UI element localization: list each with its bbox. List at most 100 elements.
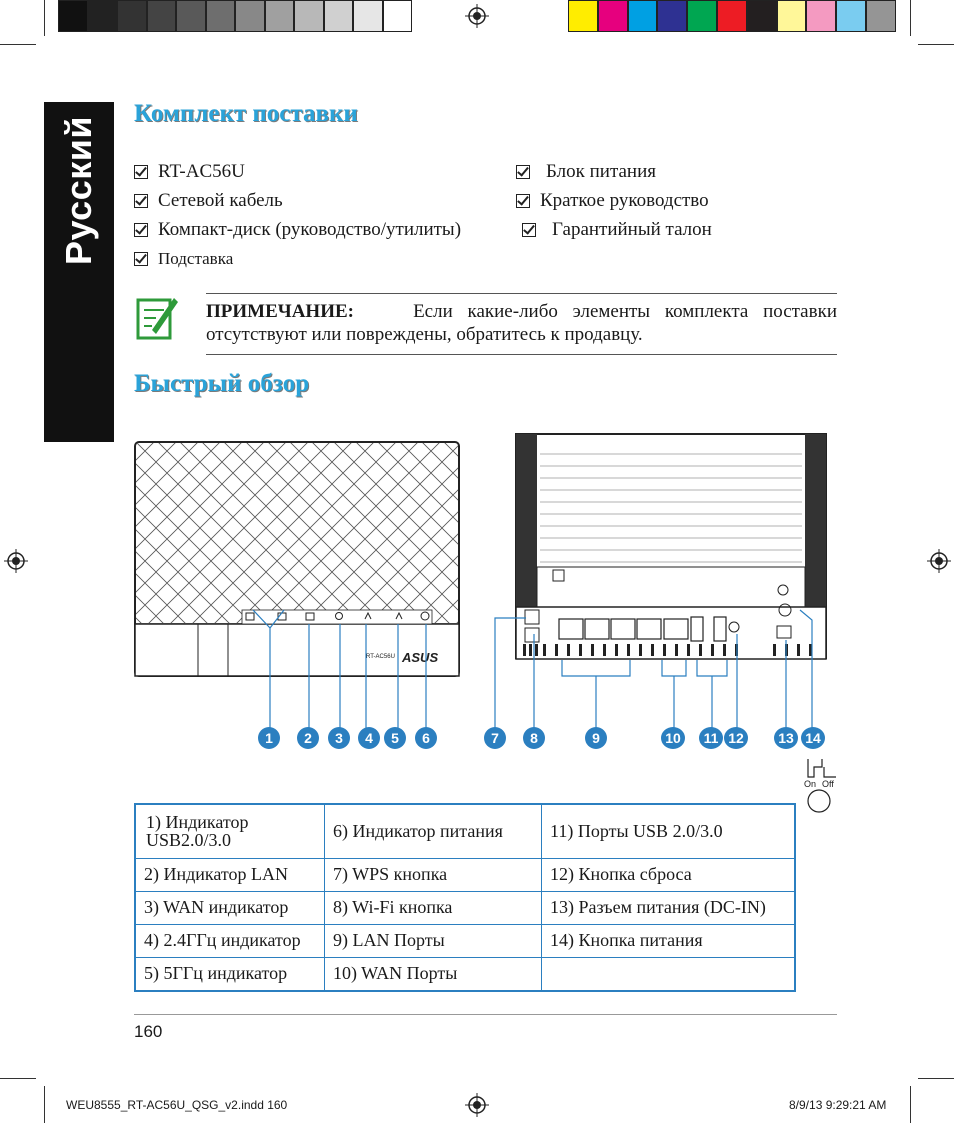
legend-cell: 2) Индикатор LAN (134, 857, 325, 892)
table-row: 2) Индикатор LAN 7) WPS кнопка 12) Кнопк… (134, 857, 796, 892)
legend-cell: 13) Разъем питания (DC-IN) (541, 890, 796, 925)
callout-5: 5 (384, 727, 406, 749)
package-item: Блок питания (516, 161, 656, 183)
language-tab: Русский (44, 102, 114, 442)
callout-6: 6 (415, 727, 437, 749)
table-row: 1) Индикатор USB2.0/3.0 6) Индикатор пит… (134, 803, 796, 859)
color-swatch (627, 0, 658, 32)
callout-11: 11 (699, 727, 723, 749)
callout-3: 3 (328, 727, 350, 749)
note-label: ПРИМЕЧАНИЕ: (206, 301, 354, 322)
package-item: RT-AC56U (134, 161, 245, 183)
power-switch-detail-icon (807, 759, 836, 813)
switch-off-label: Off (822, 779, 834, 789)
color-swatch (776, 0, 807, 32)
legend-cell: 1) Индикатор USB2.0/3.0 (134, 803, 325, 859)
color-swatch (657, 0, 688, 32)
checkbox-checked-icon (516, 194, 530, 208)
legend-cell: 8) Wi-Fi кнопка (324, 890, 542, 925)
package-item: Подставка (134, 249, 233, 269)
file-info: WEU8555_RT-AC56U_QSG_v2.indd 160 (66, 1098, 288, 1112)
color-swatch (323, 0, 353, 32)
legend-cell: 11) Порты USB 2.0/3.0 (541, 803, 796, 859)
callout-1: 1 (258, 727, 280, 749)
color-swatch (205, 0, 235, 32)
package-item: Гарантийный талон (522, 219, 712, 241)
color-swatch (597, 0, 628, 32)
color-swatch (146, 0, 176, 32)
crop-mark (44, 0, 45, 36)
router-front-illustration: RT-AC56U ASUS (134, 441, 460, 677)
color-swatch (87, 0, 117, 32)
language-tab-label: Русский (58, 116, 99, 265)
crop-mark (910, 0, 911, 36)
footer-rule (134, 1014, 837, 1015)
print-datetime: 8/9/13 9:29:21 AM (789, 1098, 887, 1112)
overview-heading: Быстрый обзор (134, 370, 310, 397)
crop-mark (918, 44, 954, 45)
checkbox-checked-icon (522, 223, 536, 237)
callout-7: 7 (484, 727, 506, 749)
package-item: Краткое руководство (516, 190, 709, 212)
color-swatch (117, 0, 147, 32)
checkbox-checked-icon (134, 165, 148, 179)
crop-mark (918, 1078, 954, 1079)
color-swatch (264, 0, 294, 32)
page-number: 160 (134, 1022, 163, 1041)
legend-cell: 4) 2.4ГГц индикатор (134, 923, 325, 958)
registration-mark-icon (927, 549, 951, 573)
color-swatch (294, 0, 324, 32)
legend-cell: 3) WAN индикатор (134, 890, 325, 925)
switch-on-label: On (804, 779, 817, 789)
router-back-illustration (515, 433, 827, 660)
package-item: Компакт-диск (руководство/утилиты) (134, 219, 461, 241)
table-row: 3) WAN индикатор 8) Wi-Fi кнопка 13) Раз… (134, 890, 796, 925)
callout-14: 14 (801, 727, 825, 749)
legend-cell: 9) LAN Порты (324, 923, 542, 958)
crop-mark (0, 44, 36, 45)
legend-cell: 7) WPS кнопка (324, 857, 542, 892)
crop-mark (910, 1086, 911, 1123)
legend-cell (541, 956, 796, 991)
crop-mark (44, 1086, 45, 1123)
legend-cell: 6) Индикатор питания (324, 803, 542, 859)
callout-4: 4 (358, 727, 380, 749)
color-swatch (58, 0, 88, 32)
checkbox-checked-icon (134, 223, 148, 237)
note-top-rule (206, 293, 837, 294)
table-row: 4) 2.4ГГц индикатор 9) LAN Порты 14) Кно… (134, 923, 796, 958)
checkbox-checked-icon (134, 252, 148, 266)
checkbox-checked-icon (516, 165, 530, 179)
note-bottom-rule (206, 354, 837, 355)
callout-leader-lines (252, 609, 813, 728)
registration-mark-icon (465, 1093, 489, 1117)
svg-text:RT-AC56U: RT-AC56U (366, 654, 395, 660)
callout-8: 8 (523, 727, 545, 749)
callout-13: 13 (774, 727, 798, 749)
crop-mark (0, 1078, 36, 1079)
color-swatch (235, 0, 265, 32)
svg-text:ASUS: ASUS (401, 650, 438, 665)
note-text: ПРИМЕЧАНИЕ: Если какие-либо элементы ком… (206, 300, 837, 346)
registration-mark-icon (465, 4, 489, 28)
color-swatch (353, 0, 383, 32)
table-row: 5) 5ГГц индикатор 10) WAN Порты (134, 956, 796, 991)
color-swatch (806, 0, 837, 32)
checkbox-checked-icon (134, 194, 148, 208)
callout-2: 2 (297, 727, 319, 749)
legend-cell: 12) Кнопка сброса (541, 857, 796, 892)
color-swatch (836, 0, 866, 32)
legend-table: 1) Индикатор USB2.0/3.0 6) Индикатор пит… (134, 803, 796, 992)
legend-cell: 5) 5ГГц индикатор (134, 956, 325, 991)
callout-12: 12 (724, 727, 748, 749)
note-body: Если какие-либо элементы комплекта поста… (206, 301, 837, 345)
color-swatch (176, 0, 206, 32)
callout-10: 10 (661, 727, 685, 749)
color-swatch (382, 0, 412, 32)
package-heading: Комплект поставки (134, 100, 358, 127)
color-swatch (568, 0, 598, 32)
color-swatch (746, 0, 777, 32)
package-item: Сетевой кабель (134, 190, 283, 212)
color-swatch (717, 0, 747, 32)
legend-cell: 10) WAN Порты (324, 956, 542, 991)
